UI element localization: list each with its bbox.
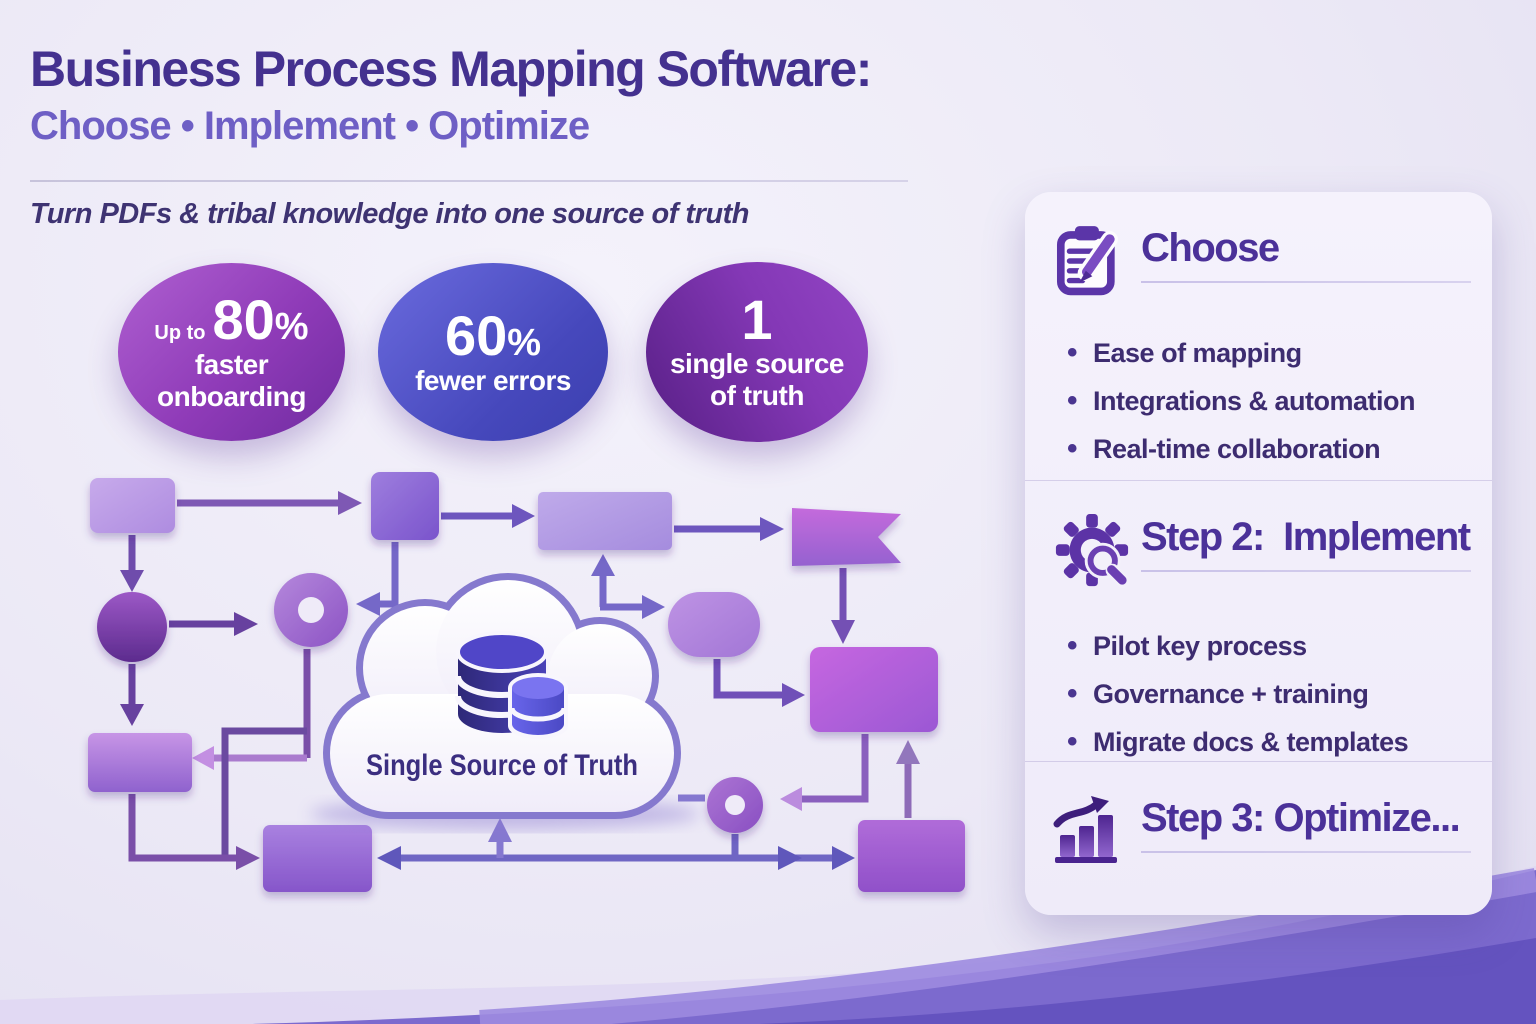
list-item: •Real-time collaboration — [1067, 432, 1381, 465]
flow-node-pill — [668, 592, 760, 657]
bullet-dot: • — [1067, 629, 1078, 662]
bullet-dot: • — [1067, 677, 1078, 710]
list-item: •Migrate docs & templates — [1067, 725, 1409, 758]
stat-value: 1 — [741, 288, 773, 352]
page-subtitle-steps: Choose • Implement • Optimize — [30, 104, 590, 148]
cloud-label: Single Source of Truth — [366, 749, 638, 782]
bar-chart-growth-icon — [1053, 794, 1137, 871]
heading-underline — [1141, 851, 1471, 853]
section-heading: Choose — [1141, 226, 1280, 270]
section-heading: Step 2: Implement — [1141, 515, 1471, 559]
heading-underline — [1141, 281, 1471, 283]
page-title: Business Process Mapping Software: — [30, 41, 872, 97]
steps-card: Choose •Ease of mapping •Integrations & … — [1025, 192, 1492, 915]
section-heading: Step 3: Optimize... — [1141, 796, 1461, 840]
flow-node-start — [90, 478, 175, 533]
clipboard-pencil-icon — [1053, 224, 1137, 303]
flow-node-bottom-right — [858, 820, 965, 892]
gear-magnifier-icon — [1053, 513, 1137, 596]
stat-unit: % — [507, 321, 542, 364]
list-item: •Pilot key process — [1067, 629, 1307, 662]
stat-value: 60 — [444, 303, 508, 367]
flow-connectors — [120, 491, 920, 870]
flow-node-bottom-mid — [263, 825, 372, 892]
cloud-single-source: Single Source of Truth — [310, 573, 700, 830]
section-optimize: Step 3: Optimize... — [1025, 762, 1492, 914]
section-implement: Step 2: Implement •Pilot key process •Go… — [1025, 481, 1492, 762]
flow-nodes — [88, 472, 965, 892]
bullet-dot: • — [1067, 432, 1078, 465]
stat-prefix: Up to — [154, 321, 206, 344]
header-divider — [30, 180, 908, 182]
flow-node-left-bottom — [88, 733, 192, 792]
list-item: •Integrations & automation — [1067, 384, 1416, 417]
bullet-dot: • — [1067, 384, 1078, 417]
stat-label: fewer errors — [415, 364, 571, 396]
database-icon — [455, 631, 568, 739]
heading-underline — [1141, 570, 1471, 572]
stat-unit: % — [274, 305, 309, 348]
list-item: •Ease of mapping — [1067, 336, 1302, 369]
section-choose: Choose •Ease of mapping •Integrations & … — [1025, 192, 1492, 481]
flow-node-circle — [97, 592, 167, 662]
flowchart: Single Source of Truth — [88, 472, 965, 892]
stat-oval-fewer-errors: 60 % fewer errors — [378, 263, 608, 441]
stat-value: 80 — [212, 287, 275, 351]
bullet-list: •Pilot key process •Governance + trainin… — [1053, 622, 1468, 766]
tagline: Turn PDFs & tribal knowledge into one so… — [30, 198, 749, 230]
bullet-dot: • — [1067, 336, 1078, 369]
bullet-dot: • — [1067, 725, 1078, 758]
bullet-list: •Ease of mapping •Integrations & automat… — [1053, 329, 1468, 473]
flow-node-big — [810, 647, 938, 732]
flow-node-square — [371, 472, 439, 540]
list-item: •Governance + training — [1067, 677, 1369, 710]
flow-node-wide — [538, 492, 672, 550]
flow-node-flag — [792, 508, 901, 566]
